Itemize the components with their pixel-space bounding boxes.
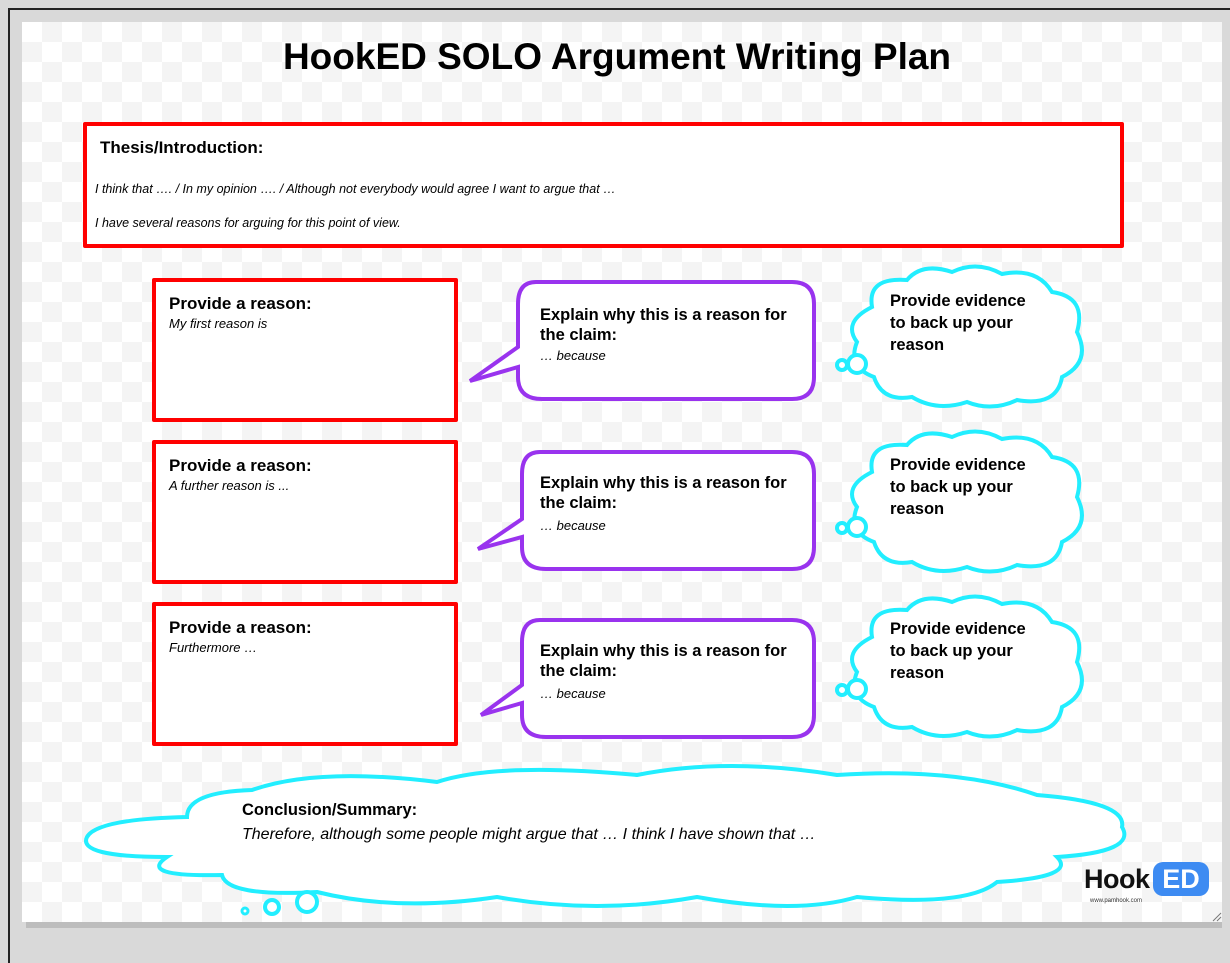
thesis-heading: Thesis/Introduction:	[100, 138, 264, 157]
reason-text-3: Furthermore …	[169, 640, 258, 655]
explain-text-1: … because	[540, 348, 606, 363]
evidence-text-2: Provide evidence to back up your reason	[890, 456, 1026, 518]
speech-bubble-1	[468, 280, 816, 401]
thought-cloud-1	[835, 264, 1084, 409]
reason-box-1: Provide a reason: My first reason is	[152, 278, 458, 422]
reason-heading-2: Provide a reason:	[169, 456, 312, 475]
thought-cloud-3	[835, 594, 1084, 739]
conclusion-cloud	[84, 764, 1127, 916]
hooked-logo: Hook ED www.pamhook.com	[1084, 862, 1212, 910]
explain-heading-3: Explain why this is a reason for the cla…	[540, 642, 787, 680]
thesis-box: Thesis/Introduction: I think that …. / I…	[83, 122, 1124, 248]
logo-hook-text: Hook	[1084, 864, 1150, 894]
canvas-shadow	[26, 922, 1222, 928]
explain-text-3: … because	[540, 686, 606, 701]
page-title: HookED SOLO Argument Writing Plan	[282, 36, 952, 77]
logo-url: www.pamhook.com	[1090, 898, 1143, 904]
speech-bubble-2	[476, 450, 816, 571]
diagram-canvas: HookED SOLO Argument Writing Plan Thesis…	[22, 22, 1222, 922]
explain-heading-1: Explain why this is a reason for the cla…	[540, 306, 787, 344]
evidence-text-3: Provide evidence to back up your reason	[890, 620, 1026, 682]
explain-heading-2: Explain why this is a reason for the cla…	[540, 474, 787, 512]
reason-box-3: Provide a reason: Furthermore …	[152, 602, 458, 746]
speech-bubble-3	[479, 618, 816, 739]
thesis-line-1: I think that …. / In my opinion …. / Alt…	[95, 182, 616, 196]
reason-text-2: A further reason is ...	[169, 478, 290, 493]
reason-box-2: Provide a reason: A further reason is ..…	[152, 440, 458, 584]
evidence-text-1: Provide evidence to back up your reason	[890, 292, 1026, 354]
conclusion-heading: Conclusion/Summary:	[242, 801, 418, 819]
thesis-line-2: I have several reasons for arguing for t…	[95, 216, 401, 230]
reason-heading-3: Provide a reason:	[169, 618, 312, 637]
logo-ed-badge: ED	[1153, 862, 1209, 896]
reason-text-1: My first reason is	[169, 316, 268, 331]
explain-text-2: … because	[540, 518, 606, 533]
conclusion-text: Therefore, although some people might ar…	[242, 826, 816, 843]
reason-heading-1: Provide a reason:	[169, 294, 312, 313]
resize-grip-icon[interactable]	[1212, 912, 1222, 922]
thought-cloud-2	[835, 429, 1084, 574]
